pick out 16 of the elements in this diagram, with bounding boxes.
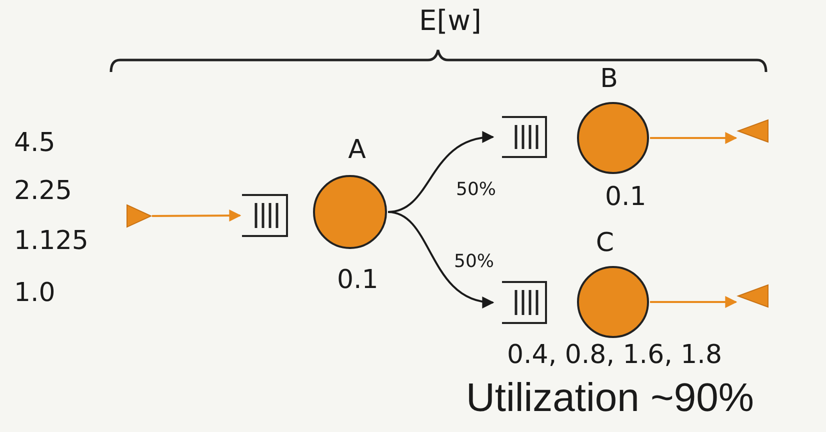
arrival-rate: 2.25 xyxy=(14,176,72,206)
service-time-label: 0.1 xyxy=(605,182,646,212)
bracket-label: E[w] xyxy=(419,4,482,37)
node-label: A xyxy=(348,135,366,165)
arrow xyxy=(650,296,738,308)
node-label: C xyxy=(596,228,614,258)
arrow xyxy=(650,132,738,144)
arrow xyxy=(388,211,494,308)
arrival-rate: 1.125 xyxy=(14,226,88,256)
service-time-label: 0.4, 0.8, 1.6, 1.8 xyxy=(507,340,722,370)
node-label: B xyxy=(600,64,618,94)
arrival-rate: 1.0 xyxy=(14,278,56,308)
utilization-note: Utilization ~90% xyxy=(466,376,754,421)
service-time-label: 0.1 xyxy=(337,265,378,295)
arrow xyxy=(152,210,242,222)
arrival-rate: 4.5 xyxy=(14,128,56,158)
